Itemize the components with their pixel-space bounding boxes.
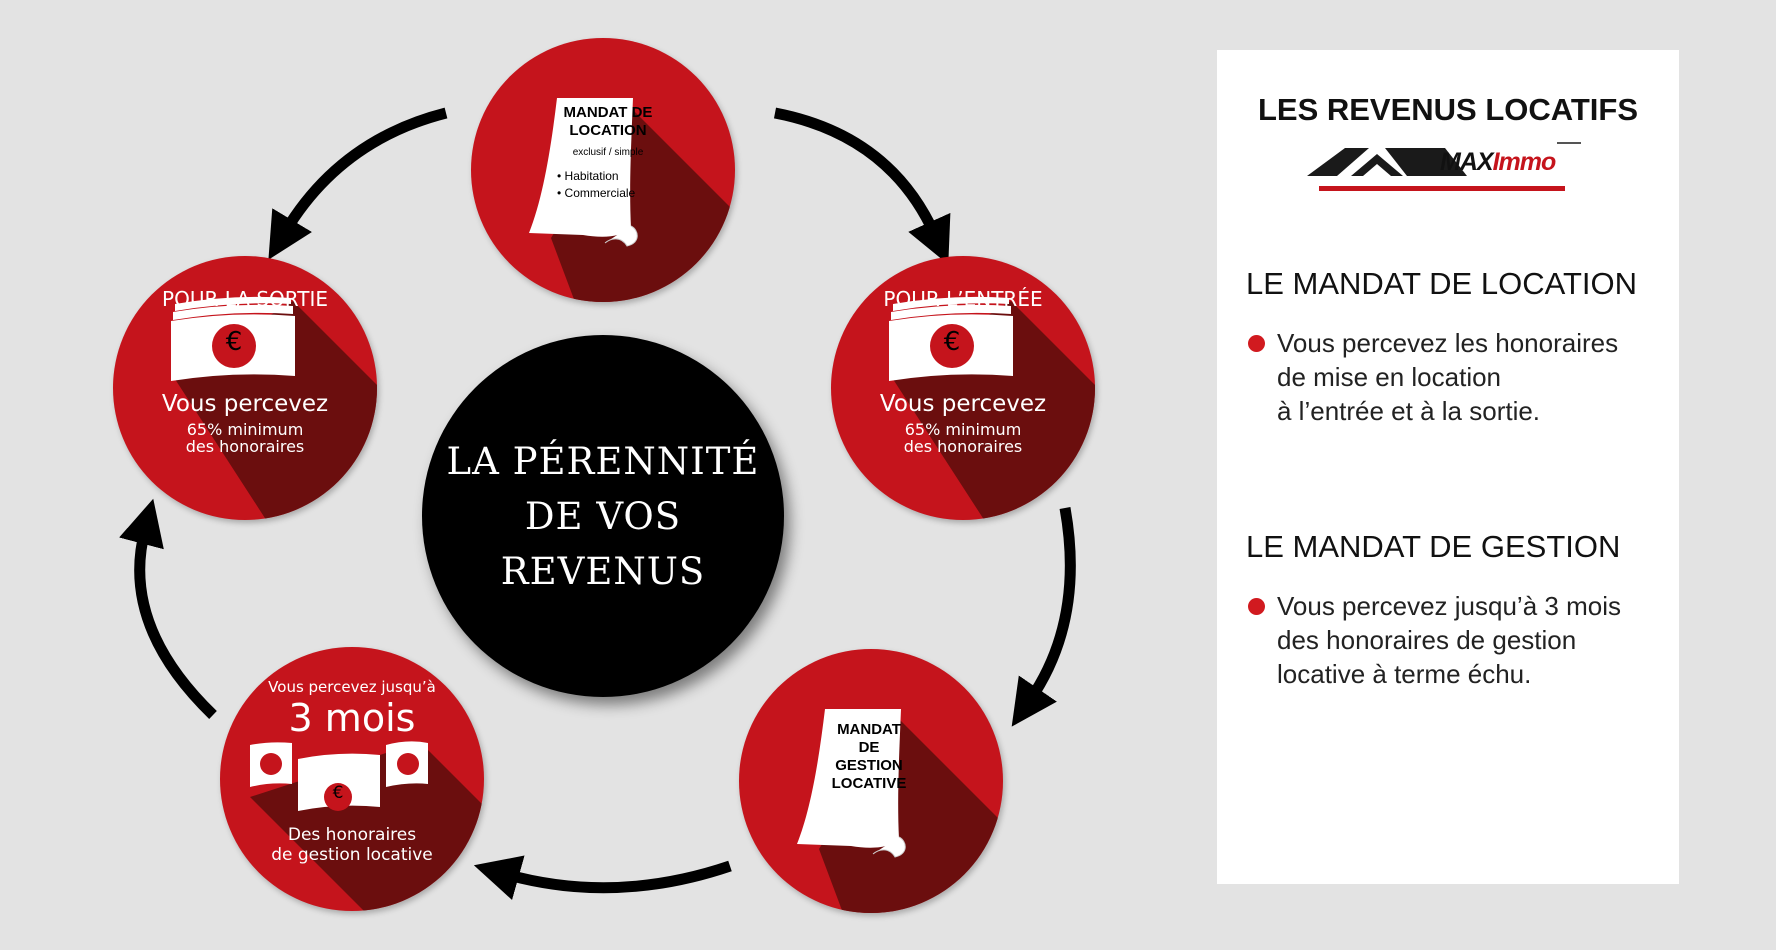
center-circle: LA PÉRENNITÉ DE VOS REVENUS: [422, 335, 784, 697]
bullet-icon: [1248, 598, 1265, 615]
text-line: LOCATIVE: [831, 775, 907, 792]
logo-immo: Immo: [1492, 148, 1557, 176]
bullet-line: Vous percevez les honoraires: [1277, 328, 1619, 358]
euro-symbol: €: [225, 327, 243, 357]
center-title: LA PÉRENNITÉ DE VOS REVENUS: [447, 434, 760, 599]
circle-label: POUR LA SORTIE: [162, 287, 328, 311]
mandat-location-circle: MANDAT DE LOCATION exclusif / simple • H…: [471, 38, 735, 302]
circle-line: Des honoraires: [287, 825, 417, 845]
cycle-diagram: MANDAT DE LOCATION exclusif / simple • H…: [113, 38, 1095, 913]
mandat-gestion-text: MANDAT DE GESTION LOCATIVE: [819, 721, 919, 793]
circle-line: des honoraires: [903, 437, 1023, 456]
circle-line: Vous percevez: [161, 391, 329, 417]
section-gestion-title: LE MANDAT DE GESTION: [1246, 529, 1621, 564]
euro-icon: [930, 324, 974, 368]
circle-line: des honoraires: [185, 437, 305, 456]
circle-line: Vous percevez jusqu’à: [268, 678, 436, 696]
curved-arrow-icon: [1011, 507, 1076, 727]
banknote-icon: [889, 296, 1095, 520]
circle-line: 65% minimum: [186, 420, 304, 439]
curved-arrow-icon: [773, 107, 951, 265]
document-scroll-icon: [797, 709, 1003, 913]
euro-icon: [324, 783, 352, 811]
curved-arrow-icon: [268, 107, 448, 260]
bullet-icon: [1248, 335, 1265, 352]
document-scroll-icon: [529, 98, 735, 302]
pour-sortie-circle: POUR LA SORTIE € Vous percevez 65% minim…: [113, 256, 377, 520]
section-location-title: LE MANDAT DE LOCATION: [1246, 266, 1638, 301]
circle-label: POUR L’ENTRÉE: [883, 287, 1043, 311]
house-roof-logo-icon: [1307, 142, 1581, 191]
mandat-location-text: MANDAT DE LOCATION exclusif / simple • H…: [543, 104, 673, 202]
bullet-line: de mise en location: [1277, 362, 1502, 392]
euro-icon: [260, 753, 282, 775]
bullet-line: Vous percevez jusqu’à 3 mois: [1277, 591, 1621, 621]
list-item: • Habitation: [557, 169, 619, 183]
center-line: DE VOS: [524, 494, 682, 538]
section-gestion-bullet: Vous percevez jusqu’à 3 mois des honorai…: [1248, 589, 1621, 691]
euro-symbol: €: [943, 327, 961, 357]
trois-mois-circle: Vous percevez jusqu’à 3 mois € Des honor…: [220, 647, 484, 911]
panel-title: LES REVENUS LOCATIFS: [1257, 92, 1639, 127]
section-location-bullet: Vous percevez les honoraires de mise en …: [1248, 326, 1618, 428]
circle-line: Vous percevez: [879, 391, 1047, 417]
banknote-icon: [171, 296, 377, 520]
bullet-line: locative à terme échu.: [1277, 659, 1532, 689]
big-text: 3 mois: [288, 696, 416, 740]
bullet-line: à l’entrée et à la sortie.: [1277, 396, 1541, 426]
euro-icon: [397, 753, 419, 775]
pour-entree-circle: POUR L’ENTRÉE € Vous percevez 65% minimu…: [831, 256, 1095, 520]
cycle-arrows: [119, 107, 1076, 900]
euro-symbol: €: [332, 783, 344, 803]
list-item: • Commerciale: [557, 186, 636, 200]
center-line: LA PÉRENNITÉ: [446, 439, 760, 483]
text-line: DE: [858, 739, 880, 756]
banknote-icon: [250, 741, 484, 911]
text-line: GESTION: [835, 757, 903, 774]
euro-icon: [212, 324, 256, 368]
circle-line: de gestion locative: [271, 845, 433, 865]
title-line: MANDAT DE: [563, 104, 653, 121]
logo-max: MAX: [1440, 148, 1494, 176]
info-panel: LES REVENUS LOCATIFS MAXImmo LE MANDAT D…: [1217, 50, 1679, 884]
subtitle: exclusif / simple: [572, 147, 644, 158]
center-line: REVENUS: [500, 549, 706, 593]
circle-line: 65% minimum: [904, 420, 1022, 439]
curved-arrow-icon: [473, 855, 732, 900]
text-line: MANDAT: [837, 721, 901, 738]
title-line: LOCATION: [569, 122, 647, 139]
maximmo-logo: MAXImmo: [1307, 140, 1597, 200]
mandat-gestion-circle: MANDAT DE GESTION LOCATIVE: [739, 649, 1003, 913]
bullet-line: des honoraires de gestion: [1277, 625, 1577, 655]
curved-arrow-icon: [119, 498, 217, 719]
